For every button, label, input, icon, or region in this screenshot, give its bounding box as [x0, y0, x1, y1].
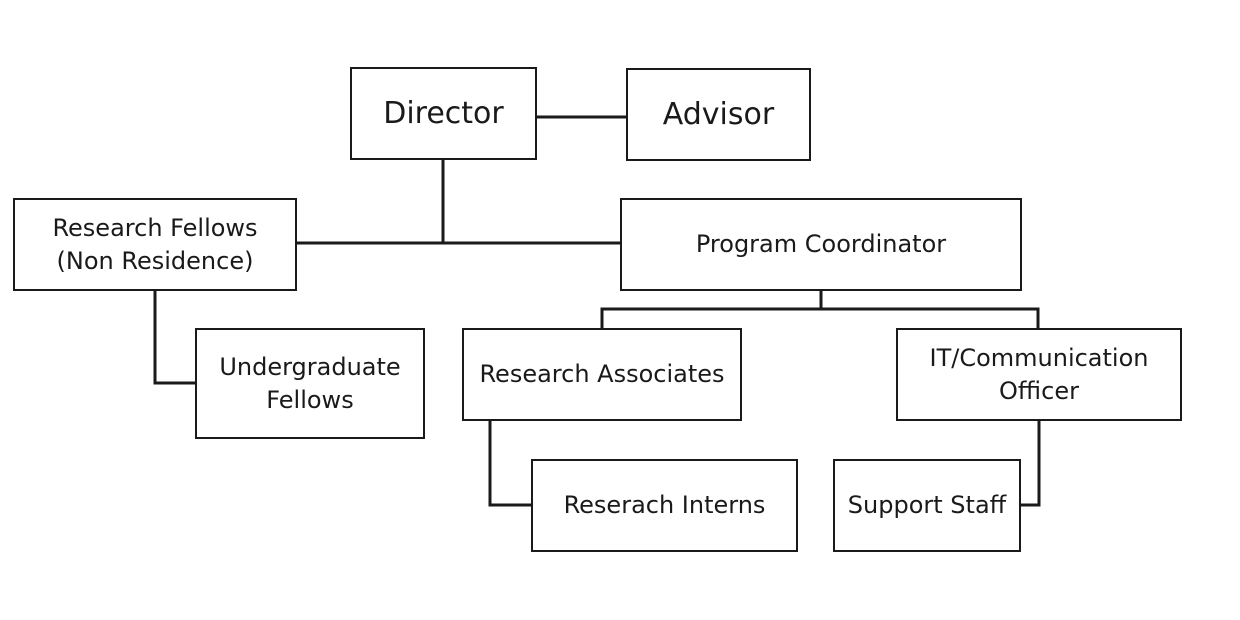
it-communication-officer-label: IT/Communication Officer [929, 343, 1149, 405]
undergraduate-fellows-box: Undergraduate Fellows [195, 328, 425, 439]
research-associates-box: Research Associates [462, 328, 742, 421]
program-coordinator-box: Program Coordinator [620, 198, 1022, 291]
undergraduate-fellows-label: Undergraduate Fellows [219, 352, 401, 414]
director-box: Director [350, 67, 537, 160]
research-associates-label: Research Associates [479, 360, 725, 388]
connector-fellows-undergraduate [153, 289, 197, 385]
connector-coordinator-branches [600, 307, 1040, 330]
advisor-box: Advisor [626, 68, 811, 161]
research-fellows-box: Research Fellows (Non Residence) [13, 198, 297, 291]
research-interns-box: Reserach Interns [531, 459, 798, 552]
support-staff-box: Support Staff [833, 459, 1021, 552]
program-coordinator-label: Program Coordinator [695, 230, 947, 258]
advisor-label: Advisor [662, 97, 775, 132]
research-fellows-label: Research Fellows (Non Residence) [52, 213, 258, 275]
it-communication-officer-box: IT/Communication Officer [896, 328, 1182, 421]
research-interns-label: Reserach Interns [563, 491, 766, 519]
director-label: Director [383, 96, 504, 131]
connector-associates-interns [488, 419, 533, 507]
support-staff-label: Support Staff [847, 491, 1007, 519]
connector-it-support [1019, 419, 1041, 507]
